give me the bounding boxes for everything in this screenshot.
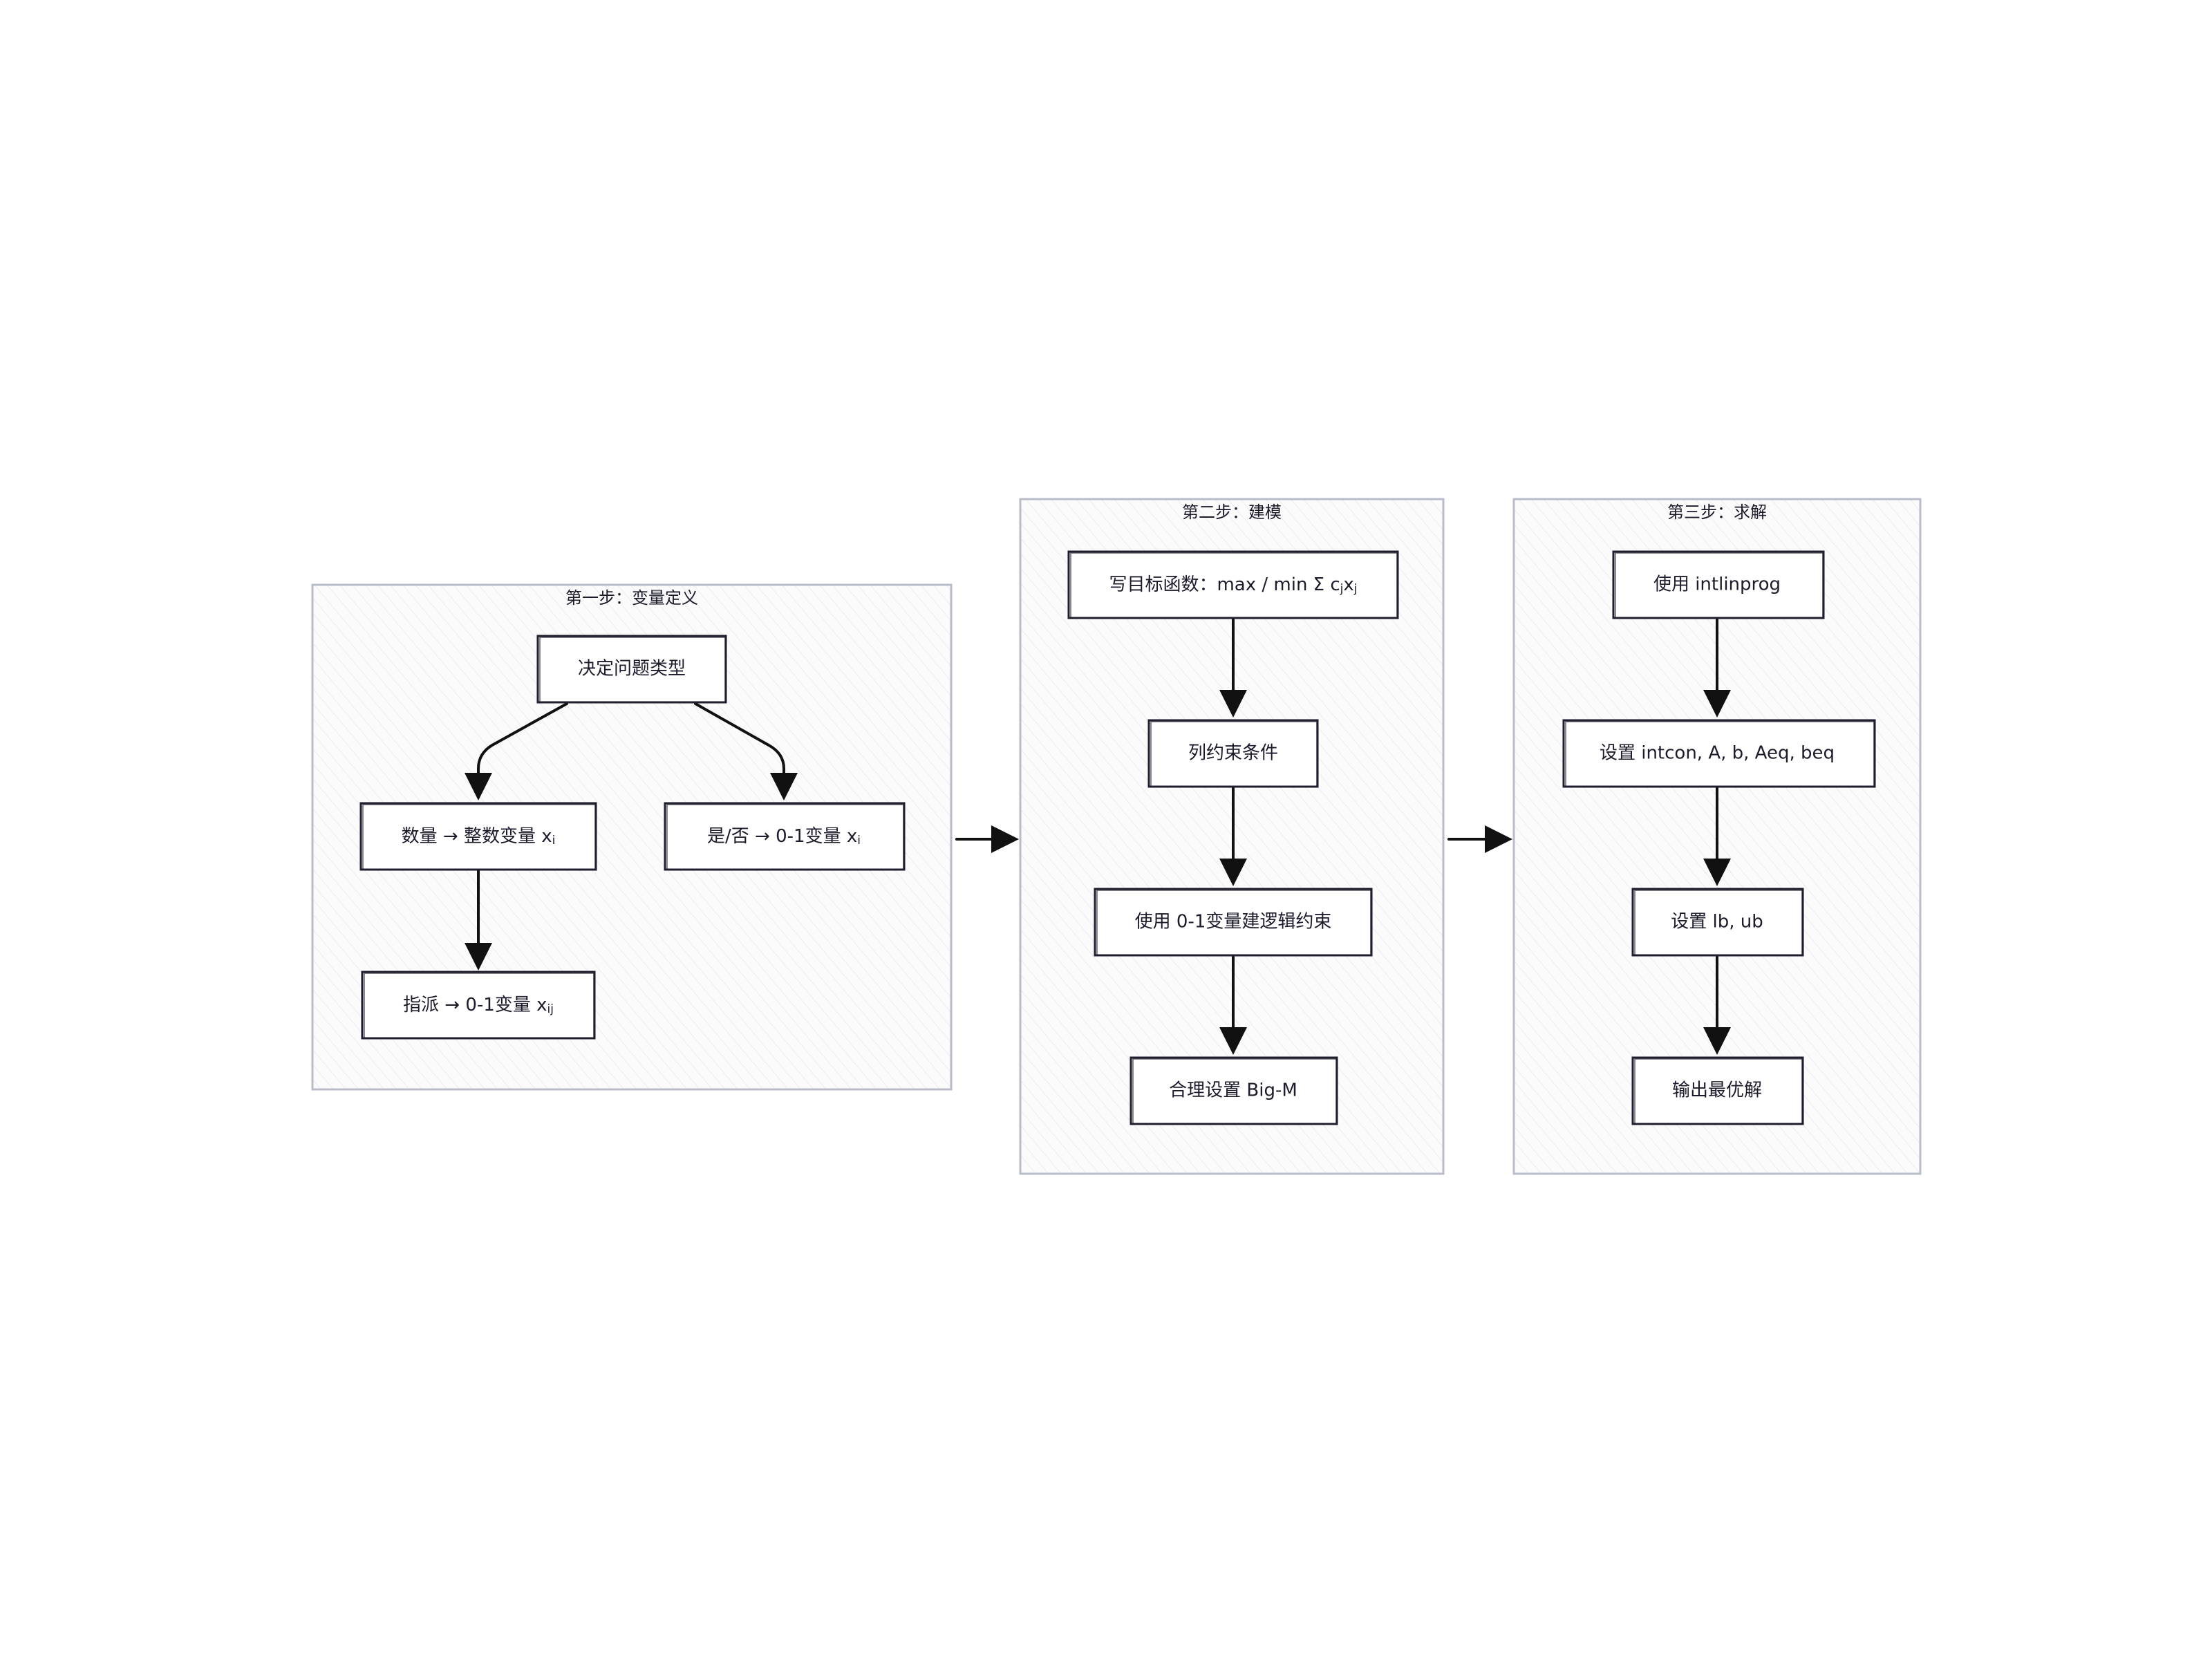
node-objective[interactable]: 写目标函数：max / min Σ cjxj (1067, 550, 1399, 619)
group-step2-title: 第二步：建模 (1182, 503, 1282, 522)
node-objective-label: 写目标函数：max / min Σ cjxj (1109, 574, 1357, 597)
node-bigm-label: 合理设置 Big-M (1169, 1080, 1297, 1101)
node-logic[interactable]: 使用 0-1变量建逻辑约束 (1094, 888, 1373, 957)
node-intlinprog-label: 使用 intlinprog (1653, 574, 1781, 595)
node-assign-label: 指派 → 0-1变量 xij (403, 995, 554, 1017)
node-assign[interactable]: 指派 → 0-1变量 xij (361, 971, 596, 1040)
edge-decide-to-yesno (694, 702, 798, 800)
node-set-params[interactable]: 设置 intcon, A, b, Aeq, beq (1562, 719, 1876, 788)
node-yes-no[interactable]: 是/否 → 0-1变量 xi (664, 802, 906, 871)
node-quantity-label: 数量 → 整数变量 xi (402, 826, 556, 848)
node-intlinprog[interactable]: 使用 intlinprog (1612, 550, 1825, 619)
node-output-label: 输出最优解 (1672, 1080, 1762, 1101)
node-decide-type-label: 决定问题类型 (578, 659, 686, 679)
node-constraints-label: 列约束条件 (1188, 743, 1278, 764)
edges (465, 618, 1731, 1055)
node-bounds-label: 设置 lb, ub (1671, 912, 1763, 932)
node-output[interactable]: 输出最优解 (1631, 1056, 1804, 1125)
node-logic-label: 使用 0-1变量建逻辑约束 (1135, 912, 1332, 932)
node-set-params-label: 设置 intcon, A, b, Aeq, beq (1600, 743, 1835, 764)
node-quantity[interactable]: 数量 → 整数变量 xi (359, 802, 597, 871)
node-bounds[interactable]: 设置 lb, ub (1631, 888, 1804, 957)
group-step3-title: 第三步：求解 (1667, 503, 1767, 522)
edge-decide-to-quantity (465, 702, 568, 800)
node-decide-type[interactable]: 决定问题类型 (536, 635, 727, 704)
node-constraints[interactable]: 列约束条件 (1147, 719, 1319, 788)
group-step1-title: 第一步：变量定义 (565, 588, 698, 608)
node-bigm[interactable]: 合理设置 Big-M (1130, 1056, 1338, 1125)
node-yes-no-label: 是/否 → 0-1变量 xi (707, 826, 861, 848)
